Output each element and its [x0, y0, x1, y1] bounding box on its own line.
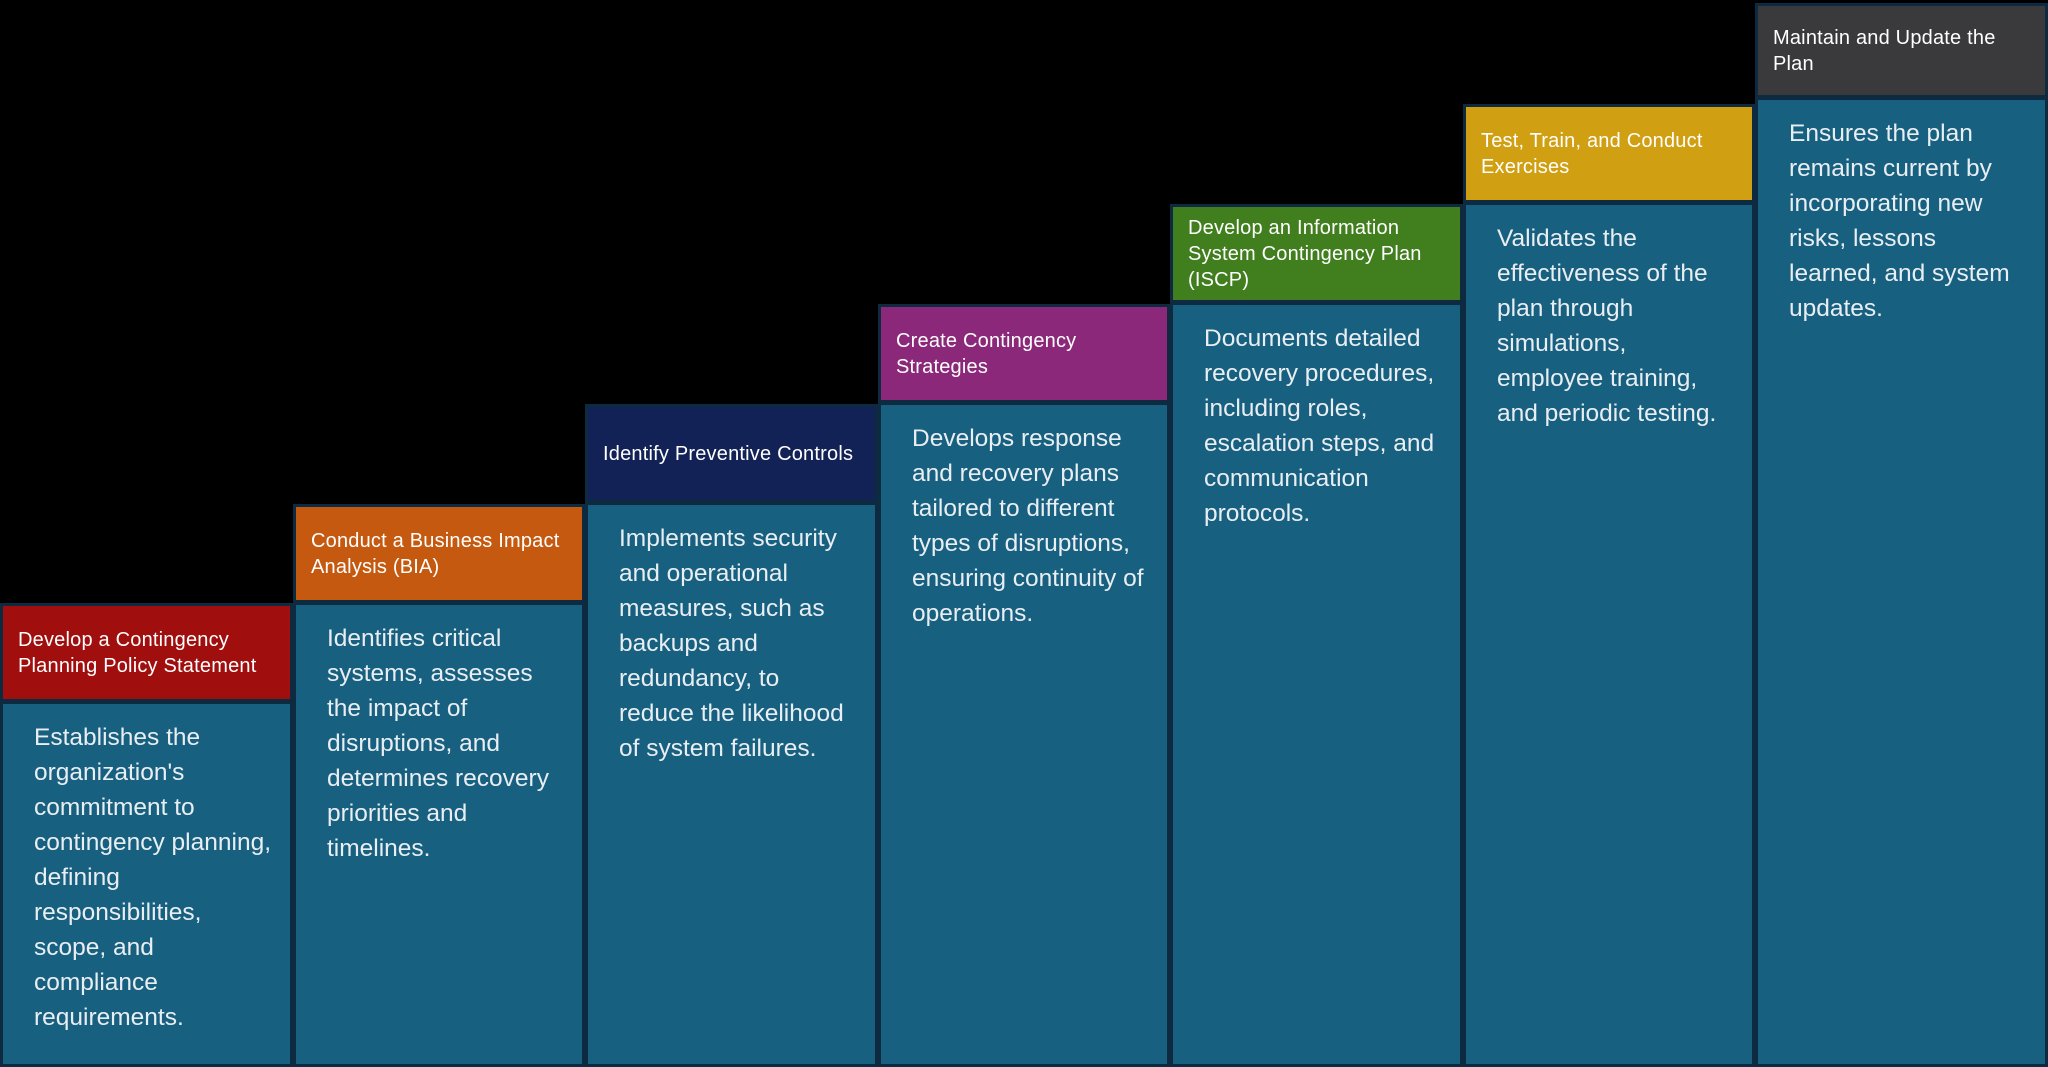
- step-2-title: Conduct a Business Impact Analysis (BIA): [311, 529, 560, 578]
- step-7-title: Maintain and Update the Plan: [1773, 26, 1996, 75]
- process-step-column-1: Develop a Contingency Planning Policy St…: [0, 603, 293, 1067]
- step-3-body: Implements security and operational meas…: [585, 502, 878, 1067]
- process-step-column-5: Develop an Information System Contingenc…: [1170, 204, 1463, 1067]
- step-3-description: Implements security and operational meas…: [619, 525, 844, 762]
- step-7-header: Maintain and Update the Plan: [1755, 3, 2048, 98]
- step-1-description: Establishes the organization's commitmen…: [34, 724, 272, 1031]
- step-2-description: Identifies critical systems, assesses th…: [327, 625, 549, 862]
- step-3-header: Identify Preventive Controls: [585, 404, 878, 503]
- step-5-title: Develop an Information System Contingenc…: [1188, 216, 1422, 291]
- process-step-column-3: Identify Preventive Controls Implements …: [585, 404, 878, 1067]
- step-1-body: Establishes the organization's commitmen…: [0, 701, 293, 1067]
- step-1-title: Develop a Contingency Planning Policy St…: [18, 628, 257, 677]
- step-5-body: Documents detailed recovery procedures, …: [1170, 302, 1463, 1067]
- step-4-body: Develops response and recovery plans tai…: [878, 402, 1170, 1067]
- step-7-description: Ensures the plan remains current by inco…: [1789, 120, 2010, 322]
- step-2-header: Conduct a Business Impact Analysis (BIA): [293, 504, 585, 603]
- step-4-description: Develops response and recovery plans tai…: [912, 425, 1144, 627]
- step-6-body: Validates the effectiveness of the plan …: [1463, 202, 1755, 1067]
- step-2-body: Identifies critical systems, assesses th…: [293, 602, 585, 1067]
- step-5-description: Documents detailed recovery procedures, …: [1204, 325, 1435, 527]
- step-6-description: Validates the effectiveness of the plan …: [1497, 225, 1717, 427]
- step-4-header: Create Contingency Strategies: [878, 304, 1170, 403]
- step-6-title: Test, Train, and Conduct Exercises: [1481, 129, 1703, 178]
- step-6-header: Test, Train, and Conduct Exercises: [1463, 104, 1755, 203]
- step-7-body: Ensures the plan remains current by inco…: [1755, 97, 2048, 1067]
- step-1-header: Develop a Contingency Planning Policy St…: [0, 603, 293, 702]
- step-3-title: Identify Preventive Controls: [603, 442, 854, 465]
- process-step-column-2: Conduct a Business Impact Analysis (BIA)…: [293, 504, 585, 1067]
- process-step-column-6: Test, Train, and Conduct Exercises Valid…: [1463, 104, 1755, 1067]
- step-4-title: Create Contingency Strategies: [896, 329, 1077, 378]
- process-step-column-7: Maintain and Update the Plan Ensures the…: [1755, 3, 2048, 1067]
- process-step-column-4: Create Contingency Strategies Develops r…: [878, 304, 1170, 1067]
- step-5-header: Develop an Information System Contingenc…: [1170, 204, 1463, 303]
